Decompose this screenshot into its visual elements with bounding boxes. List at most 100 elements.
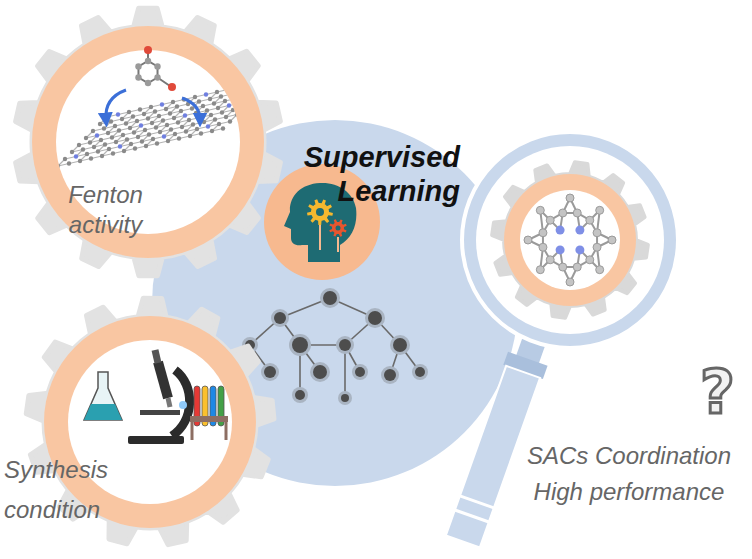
lattice-atom	[191, 122, 195, 126]
gear-core	[520, 190, 620, 290]
illustration-part	[320, 225, 338, 252]
lattice-atom	[132, 130, 136, 134]
lattice-atom	[226, 87, 230, 91]
lattice-atom	[219, 94, 223, 98]
lattice-bond	[247, 94, 258, 97]
carbon-atom	[539, 229, 547, 237]
lab-equipment	[84, 350, 228, 444]
illustration-part	[135, 63, 141, 69]
carbon-atom	[566, 194, 574, 202]
lattice-atom	[252, 87, 256, 91]
lattice-atom	[88, 140, 92, 144]
illustration-part	[172, 370, 190, 436]
node-label: SACs Coordination High performance	[512, 438, 746, 510]
lattice-atom	[166, 139, 170, 143]
illustration-part	[168, 398, 170, 407]
lattice-atom	[256, 91, 260, 95]
carbon-atom	[559, 209, 567, 217]
tree-node-halo	[412, 364, 428, 380]
tree-node	[368, 311, 382, 325]
illustration-part	[336, 226, 341, 231]
illustration-part	[316, 208, 324, 216]
lattice-atom	[193, 95, 197, 99]
lattice-atom	[158, 130, 162, 134]
tree-node	[384, 369, 396, 381]
tree-node	[274, 312, 286, 324]
molecule	[135, 46, 176, 91]
lattice-atom	[237, 85, 241, 89]
lattice-atom	[217, 122, 221, 126]
lattice-atom	[74, 154, 78, 158]
tree-node-halo	[271, 309, 289, 327]
lattice-atom	[213, 117, 217, 121]
node-label: Synthesis condition	[4, 450, 116, 530]
lattice-atom	[118, 144, 122, 148]
lattice-bond	[244, 101, 251, 108]
lattice-atom	[263, 84, 267, 88]
fenton-art	[16, 8, 281, 275]
lattice-atom	[160, 102, 164, 106]
lattice-atom	[95, 133, 99, 137]
lattice-atom	[138, 107, 142, 111]
nitrogen-atom	[575, 226, 584, 235]
lattice-atom	[155, 141, 159, 145]
gear-icon	[307, 199, 333, 225]
illustration-part	[84, 372, 122, 420]
lattice-atom	[228, 119, 232, 123]
graphene-sheet	[56, 77, 274, 168]
lattice-atom	[161, 118, 165, 122]
lattice-atom	[89, 156, 93, 160]
tree-node	[295, 390, 305, 400]
lattice-atom	[188, 134, 192, 138]
nitrogen-atom	[556, 226, 565, 235]
tree-node	[355, 367, 365, 377]
carbon-atom	[566, 278, 574, 286]
lattice-atom	[63, 157, 67, 161]
lattice-atom	[162, 134, 166, 138]
magnifier: SACs Coordination High performance	[462, 132, 678, 348]
gear-ring	[32, 26, 264, 258]
lattice-atom	[157, 114, 161, 118]
tree-node-halo	[289, 334, 311, 356]
lattice-atom	[114, 140, 118, 144]
reaction-arrow	[182, 98, 200, 120]
illustration-part	[135, 74, 141, 80]
lattice-atom	[110, 135, 114, 139]
lattice-atom	[102, 126, 106, 130]
question-mark: ?	[700, 362, 735, 422]
lattice-atom	[164, 107, 168, 111]
nitrogen-atom	[556, 245, 565, 254]
gear-icon	[329, 219, 346, 236]
lattice-atom	[168, 111, 172, 115]
lattice-atom	[227, 103, 231, 107]
lattice-atom	[165, 123, 169, 127]
lattice-atom	[111, 151, 115, 155]
tree-node	[264, 366, 276, 378]
lattice-atom	[176, 120, 180, 124]
lattice-atom	[173, 132, 177, 136]
carbon-atom	[593, 243, 601, 251]
handle-stripe	[460, 496, 494, 508]
carbon-atom	[573, 209, 581, 217]
lattice-atom	[215, 90, 219, 94]
carbon-atom	[559, 263, 567, 271]
carbon-atom	[536, 266, 544, 274]
carbon-atom	[524, 236, 532, 244]
lattice-atom	[144, 144, 148, 148]
lattice-atom	[70, 150, 74, 154]
lattice-bond	[250, 82, 261, 85]
lattice-bond	[233, 108, 244, 111]
carbon-atom	[536, 206, 544, 214]
lattice-atom	[230, 92, 234, 96]
lattice-bond	[232, 87, 239, 94]
tree-node-halo	[310, 362, 330, 382]
carbon-atom	[573, 263, 581, 271]
carbon-atom	[546, 216, 554, 224]
lattice-atom	[143, 128, 147, 132]
illustration-part	[145, 80, 151, 86]
lattice-atom	[180, 125, 184, 129]
lattice-atom	[270, 77, 274, 81]
lattice-atom	[129, 142, 133, 146]
